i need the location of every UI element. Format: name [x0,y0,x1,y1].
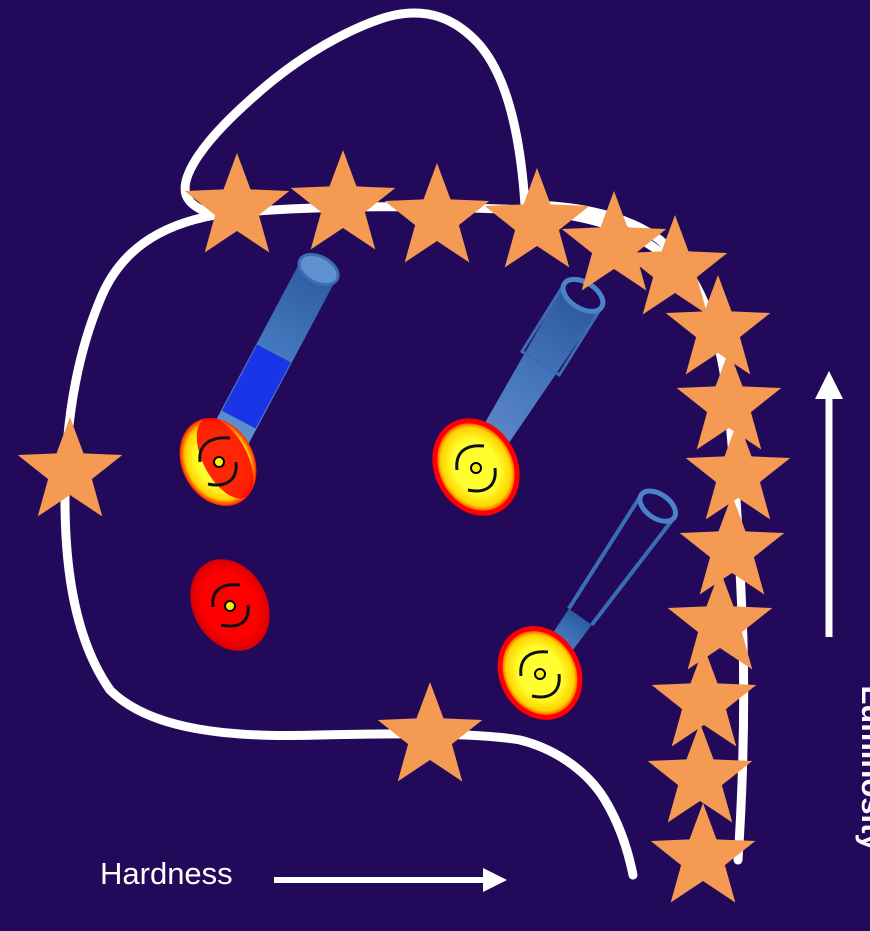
luminosity-label: Luminosity [854,668,870,868]
star-icon [385,163,490,263]
black-hole [471,463,481,473]
jet-dense-section [222,345,291,429]
black-hole [225,601,235,611]
black-hole [535,669,545,679]
star-icon [18,417,123,517]
star-icon [185,153,290,253]
hysteresis-track [65,13,744,875]
jet-opening [634,485,681,528]
stars-group [18,150,791,903]
black-hole [214,457,224,467]
hardness-label: Hardness [100,856,233,892]
star-icon [291,150,396,250]
star-icon [680,495,785,595]
star-icon [485,168,590,268]
star-icon [378,682,483,782]
